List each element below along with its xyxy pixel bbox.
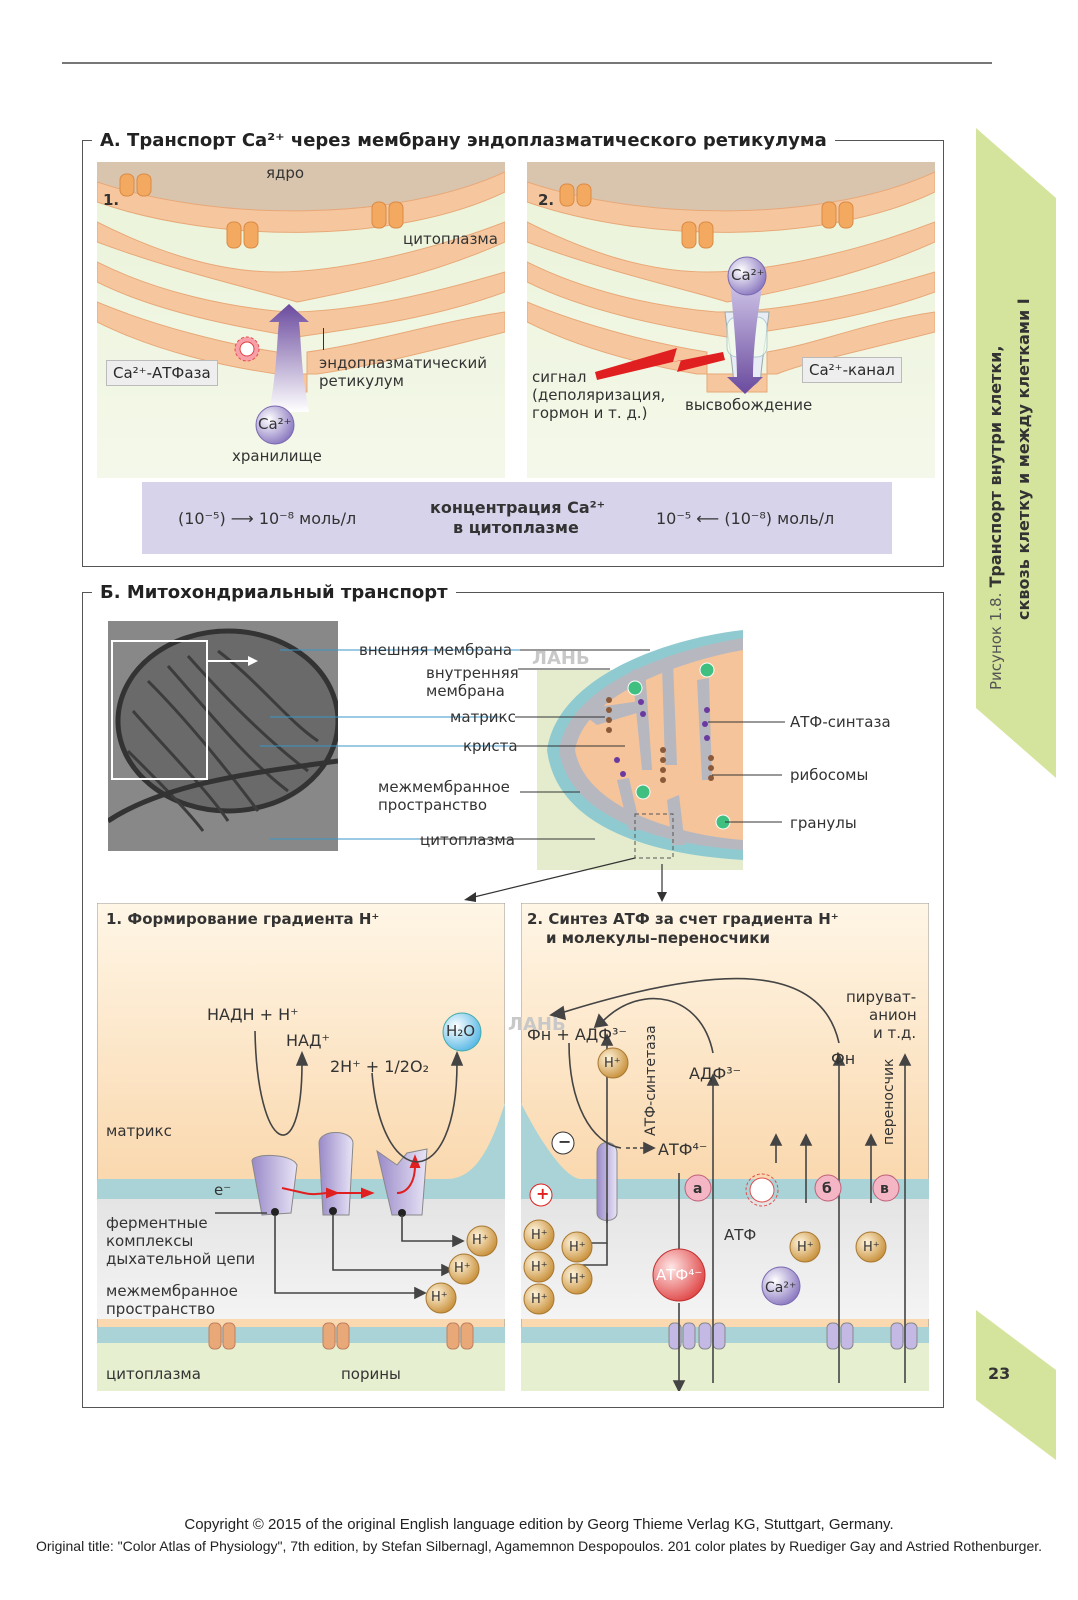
cytoplasm-label-b: цитоплазма (420, 831, 515, 849)
ca-label-sub2: Ca²⁺ (765, 1280, 797, 1296)
pi-adp-label: Фн + АДФ³⁻ (527, 1025, 627, 1044)
ca-ball-a2 (727, 256, 767, 296)
pyruvate-label-3: и т.д. (873, 1024, 917, 1042)
side-title-line2: сквозь клетку и между клетками I (1014, 298, 1033, 620)
inner-membrane-label: внутренняя (426, 664, 519, 682)
footer-line1: Copyright © 2015 of the original English… (184, 1516, 894, 1533)
atp-big-label: АТФ⁴⁻ (656, 1266, 703, 1284)
inner-membrane-label-2: мембрана (426, 682, 505, 700)
sub1-title: 1. Формирование градиента H⁺ (106, 910, 380, 928)
carrier-vertical: переносчик (881, 1058, 897, 1145)
footer-line2: Original title: "Color Atlas of Physiolo… (35, 1538, 1043, 1554)
ca-atpase-label: Ca²⁺-АТФаза (106, 360, 218, 386)
minus-sign: − (558, 1132, 572, 1151)
electron-label: e⁻ (214, 1181, 232, 1199)
ca-label-a2: Ca²⁺ (731, 266, 765, 284)
carrier-b[interactable]: б (822, 1181, 832, 1197)
conc-center: концентрация Ca²⁺ (430, 498, 606, 517)
h-label-sub2-4: H⁺ (569, 1272, 586, 1287)
side-tab (976, 128, 1056, 778)
ca-ball-a1 (255, 405, 295, 445)
h-label-sub2-2: H⁺ (569, 1240, 586, 1255)
concentration-bar (142, 482, 892, 554)
carrier-v[interactable]: в (880, 1181, 889, 1197)
porins-label: порины (341, 1365, 401, 1383)
h-label-sub1-3: H⁺ (431, 1290, 448, 1305)
er-diagram-2 (527, 162, 935, 478)
cytoplasm-label-sub1: цитоплазма (106, 1365, 201, 1383)
er-label: эндоплазматический (319, 354, 488, 372)
release-label: высвобождение (685, 396, 813, 414)
atp4-label: АТФ⁴⁻ (658, 1140, 708, 1159)
nucleus-label: ядро (266, 164, 305, 182)
conc-left: (10⁻⁵) ⟶ 10⁻⁸ моль/л (178, 509, 357, 528)
zoom-arrows (464, 857, 667, 902)
storage-label: хранилище (232, 447, 322, 465)
sub2-title: 2. Синтез АТФ за счет градиента H⁺ (527, 910, 839, 928)
ribosomes-label: рибосомы (790, 766, 869, 784)
micrograph (108, 621, 338, 851)
h-label-sub2-3: H⁺ (531, 1260, 548, 1275)
h-label-sub1-1: H⁺ (472, 1233, 489, 1248)
watermark: ЛАНЬ (532, 648, 590, 669)
plus-sign: + (536, 1184, 550, 1203)
nadh-label: НАДН + H⁺ (207, 1005, 299, 1024)
sub2-diagram (521, 903, 929, 1391)
a2-number: 2. (538, 191, 555, 209)
signal-label: сигнал (532, 368, 587, 386)
adp-label: АДФ³⁻ (689, 1064, 742, 1083)
sub1-diagram (97, 903, 505, 1391)
cytoplasm-label-a1: цитоплазма (403, 230, 498, 248)
panel-b-title: Б. Митохондриальный транспорт (92, 582, 456, 603)
signal-label-2: (деполяризация, (532, 386, 666, 404)
header-rule (62, 62, 992, 64)
page-tab (976, 1310, 1056, 1460)
pyruvate-label: пируват- (846, 988, 917, 1006)
ca-channel-label: Ca²⁺-канал (802, 357, 902, 383)
enzymes-label-2: комплексы (106, 1232, 194, 1250)
a1-number: 1. (103, 191, 120, 209)
ims-label-sub1: межмембранное (106, 1282, 238, 1300)
sub2-title-2: и молекулы–переносчики (546, 929, 770, 947)
enzymes-label-3: дыхательной цепи (106, 1250, 256, 1268)
o2-label: 2H⁺ + 1/2O₂ (330, 1057, 429, 1076)
h2o-label: H₂O (446, 1022, 476, 1040)
outer-membrane-label: внешняя мембрана (359, 641, 513, 659)
pyruvate-label-2: анион (869, 1006, 917, 1024)
granules-label: гранулы (790, 814, 857, 832)
enzymes-label: ферментные (106, 1214, 208, 1232)
mitochondrion-drawing (537, 630, 743, 870)
er-label-2: ретикулум (319, 372, 404, 390)
ca-label-a1: Ca²⁺ (258, 415, 292, 433)
crista-label: криста (463, 737, 518, 755)
conc-right: 10⁻⁵ ⟵ (10⁻⁸) моль/л (656, 509, 835, 528)
ims-label-b-2: пространство (378, 796, 488, 814)
side-title: Рисунок 1.8. Транспорт внутри клетки, (986, 345, 1005, 690)
ims-label-b: межмембранное (378, 778, 510, 796)
watermark-2: ЛАНЬ (508, 1014, 566, 1035)
h-label-sub2-7: H⁺ (863, 1240, 880, 1255)
carrier-a[interactable]: а (693, 1181, 703, 1197)
h-label-sub2-5: H⁺ (531, 1292, 548, 1307)
h-label-sub2-1: H⁺ (531, 1228, 548, 1243)
h-label-sub2-6: H⁺ (797, 1240, 814, 1255)
er-diagram-1 (97, 162, 505, 478)
atp-synthase-label: АТФ-синтаза (790, 713, 891, 731)
nad-label: НАД⁺ (286, 1031, 330, 1050)
ims-label-sub1-2: пространство (106, 1300, 216, 1318)
er-pointer (323, 328, 324, 350)
h-label-sub1-2: H⁺ (454, 1261, 471, 1276)
page-number: 23 (988, 1364, 1011, 1383)
matrix-label-b: матрикс (450, 708, 516, 726)
signal-label-3: гормон и т. д.) (532, 404, 648, 422)
pi-label: Фн (831, 1049, 856, 1068)
atp-label: АТФ (724, 1226, 757, 1244)
matrix-label-sub1: матрикс (106, 1122, 172, 1140)
conc-center-2: в цитоплазме (453, 518, 579, 537)
synthase-vertical: АТФ-синтетаза (643, 1025, 659, 1136)
b-leader-lines (260, 649, 785, 840)
h-label-sub2-top: H⁺ (604, 1056, 621, 1071)
panel-b-frame (82, 592, 944, 1408)
panel-a-title: А. Транспорт Ca²⁺ через мембрану эндопла… (92, 130, 835, 151)
